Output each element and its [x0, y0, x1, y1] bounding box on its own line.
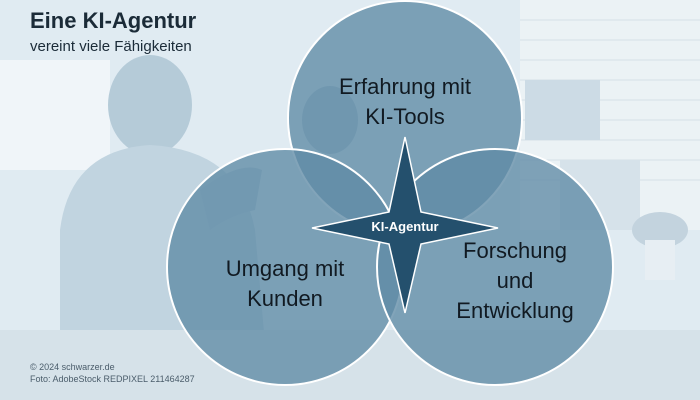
circle-label-left-line-1: Umgang mit [225, 256, 345, 281]
page-title: Eine KI-Agentur [30, 8, 197, 33]
circle-label-left: Umgang mit Kunden [205, 254, 365, 314]
circle-label-right: Forschung und Entwicklung [430, 236, 600, 326]
center-star-icon [311, 136, 499, 314]
circle-label-right-line-2: und [496, 268, 534, 293]
circle-label-right-line-3: Entwicklung [456, 298, 574, 323]
circle-label-top: Erfahrung mit KI-Tools [300, 72, 510, 132]
circle-label-top-line-1: Erfahrung mit [338, 74, 472, 99]
circle-label-right-line-1: Forschung [463, 238, 567, 263]
circle-label-left-line-2: Kunden [247, 286, 323, 311]
copyright-text: © 2024 schwarzer.de [30, 362, 115, 372]
photo-credit-text: Foto: AdobeStock REDPIXEL 211464287 [30, 374, 195, 384]
page-subtitle: vereint viele Fähigkeiten [30, 38, 192, 55]
center-label: KI-Agentur [371, 219, 439, 234]
circle-label-top-line-2: KI-Tools [365, 104, 445, 129]
venn-circle-right [376, 148, 614, 386]
